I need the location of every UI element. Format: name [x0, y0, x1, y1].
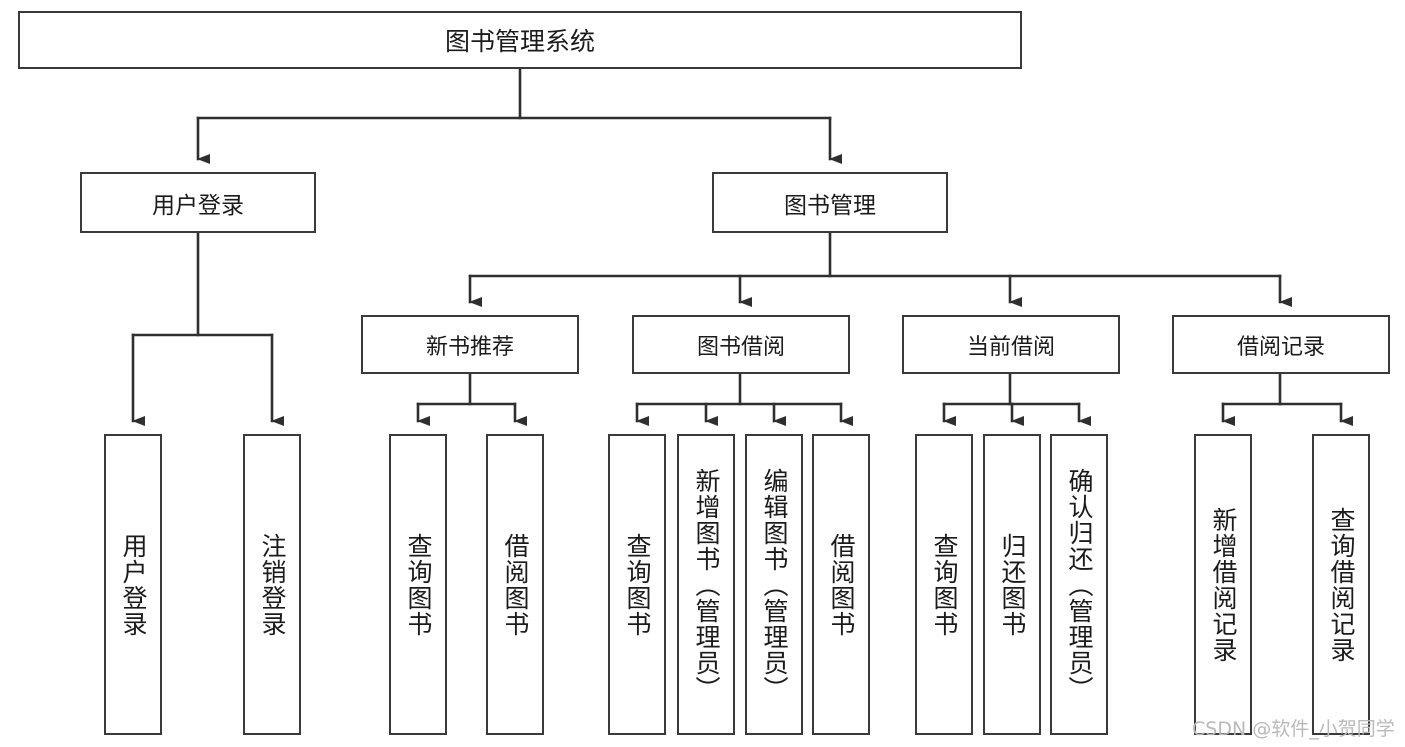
node-label: 用户登录 — [119, 532, 148, 637]
node-label: 借阅图书 — [501, 532, 530, 637]
node-label: 借阅记录 — [1236, 334, 1325, 360]
node-label: 图书管理 — [784, 192, 876, 219]
node-label: 查询图书 — [404, 532, 433, 637]
leaf-recommend-borrow-book[interactable]: 借阅图书 — [486, 434, 544, 735]
node-label: 新增图书（管理员） — [692, 467, 721, 702]
node-label: 确认归还（管理员） — [1065, 467, 1094, 702]
leaf-current-query-book[interactable]: 查询图书 — [915, 434, 973, 735]
node-label: 注销登录 — [258, 532, 287, 637]
leaf-user-login-login[interactable]: 用户登录 — [104, 434, 162, 735]
node-new-book-recommend[interactable]: 新书推荐 — [361, 315, 579, 374]
node-label: 查询图书 — [623, 532, 652, 637]
leaf-record-add-record[interactable]: 新增借阅记录 — [1194, 434, 1252, 735]
node-label: 新书推荐 — [425, 334, 514, 360]
node-book-borrow[interactable]: 图书借阅 — [632, 315, 850, 374]
node-label: 新增借阅记录 — [1209, 506, 1238, 663]
node-label: 当前借阅 — [966, 334, 1055, 360]
leaf-borrow-query-book[interactable]: 查询图书 — [608, 434, 666, 735]
node-root-system[interactable]: 图书管理系统 — [18, 11, 1022, 69]
node-label: 图书管理系统 — [444, 27, 595, 56]
node-book-management[interactable]: 图书管理 — [712, 172, 948, 233]
node-label: 编辑图书（管理员） — [760, 467, 789, 702]
leaf-recommend-query-book[interactable]: 查询图书 — [389, 434, 447, 735]
leaf-borrow-add-book-admin[interactable]: 新增图书（管理员） — [677, 434, 735, 735]
node-label: 归还图书 — [998, 532, 1027, 637]
node-borrow-record[interactable]: 借阅记录 — [1172, 315, 1390, 374]
leaf-current-confirm-return-admin[interactable]: 确认归还（管理员） — [1050, 434, 1108, 735]
node-label: 查询图书 — [930, 532, 959, 637]
node-label: 用户登录 — [152, 192, 244, 219]
leaf-record-query-record[interactable]: 查询借阅记录 — [1312, 434, 1370, 735]
leaf-current-return-book[interactable]: 归还图书 — [983, 434, 1041, 735]
leaf-borrow-borrow-book[interactable]: 借阅图书 — [812, 434, 870, 735]
leaf-user-login-logout[interactable]: 注销登录 — [243, 434, 301, 735]
node-label: 图书借阅 — [696, 334, 785, 360]
node-current-borrow[interactable]: 当前借阅 — [902, 315, 1120, 374]
node-label: 查询借阅记录 — [1327, 506, 1356, 663]
leaf-borrow-edit-book-admin[interactable]: 编辑图书（管理员） — [745, 434, 803, 735]
csdn-watermark: CSDN @软件_小贺同学 — [1192, 718, 1395, 740]
node-label: 借阅图书 — [827, 532, 856, 637]
node-user-login[interactable]: 用户登录 — [80, 172, 316, 233]
